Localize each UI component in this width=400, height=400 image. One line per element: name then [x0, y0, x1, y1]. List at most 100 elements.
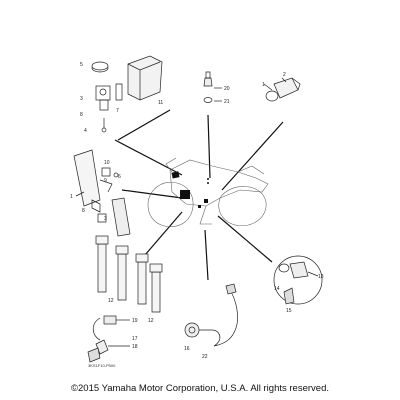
callout-10: 10	[104, 160, 110, 166]
callout-14: 14	[274, 286, 280, 292]
bracket-group	[73, 149, 131, 237]
component-markers	[171, 171, 209, 208]
callout-2: 2	[283, 72, 286, 78]
bracket-plate	[73, 149, 101, 207]
leader-line-left-mid	[121, 189, 183, 199]
leader-line-right-top	[221, 121, 284, 191]
callout-18: 18	[132, 344, 138, 350]
front-wheel	[147, 182, 194, 227]
sensor-housing	[184, 322, 200, 338]
grommet-8	[91, 199, 101, 213]
callout-9: 9	[104, 178, 107, 184]
sensor-body	[203, 77, 213, 87]
sensor-marker	[204, 199, 208, 203]
ignition-coil-1	[97, 243, 107, 293]
ignition-coil-3	[137, 261, 147, 305]
sensor-center	[188, 326, 196, 334]
callout-7: 7	[116, 108, 119, 114]
wire-clip	[225, 283, 237, 295]
relay-body	[95, 85, 111, 101]
callout-13: 13	[318, 274, 324, 280]
callout-numbers: 5 3 8 4 7 11 20 21 1 2 10 9 6 1 8 3 12 1…	[70, 62, 324, 368]
ignition-coil-4	[151, 271, 161, 313]
sensor-clip	[87, 347, 101, 363]
ignition-coil-2	[117, 253, 127, 301]
motorcycle-outline	[147, 157, 269, 227]
pickup-coil	[111, 197, 131, 237]
inset-bolt	[283, 287, 295, 305]
washer-part	[203, 97, 213, 103]
clamp-3	[97, 213, 107, 223]
inset-o-ring	[278, 263, 290, 273]
switch-side	[291, 77, 301, 91]
o-ring	[265, 90, 279, 102]
lead-sensor-group	[87, 315, 130, 363]
callout-19: 19	[132, 318, 138, 324]
switch-group	[263, 77, 301, 102]
leader-line-coils	[144, 211, 183, 256]
windscreen	[165, 157, 177, 173]
fuse-part	[115, 83, 123, 101]
callout-17: 17	[132, 336, 138, 342]
lower-cowl	[199, 205, 212, 225]
control-unit-body	[127, 55, 163, 101]
callout-11: 11	[158, 100, 163, 106]
relay-base	[99, 99, 109, 111]
relay-group	[91, 55, 163, 133]
callout-3b: 3	[104, 216, 107, 222]
sensor-cable	[199, 329, 221, 347]
ignition-coils	[95, 235, 163, 313]
sensor-marker-2	[198, 205, 201, 208]
sensor-part-9	[99, 179, 113, 193]
sensor-part-10	[101, 167, 111, 177]
ecu-marker	[180, 190, 190, 199]
callout-12b: 12	[148, 318, 154, 324]
sensor-connector	[103, 315, 117, 325]
relay-marker	[171, 171, 180, 179]
callout-8b: 8	[82, 208, 85, 214]
leader-line-right-bottom	[217, 215, 273, 263]
callout-12a: 12	[108, 298, 114, 304]
sensor-wire	[213, 289, 238, 347]
callout-leader-13	[307, 271, 319, 277]
leader-lines	[114, 109, 284, 281]
inset-sensor	[289, 261, 309, 279]
coil-cap-2	[115, 245, 129, 255]
callout-5: 5	[80, 62, 83, 68]
callout-leader-1	[263, 83, 273, 91]
callout-22: 22	[202, 354, 208, 360]
callout-leader-1b	[75, 191, 85, 197]
callout-4: 4	[84, 128, 87, 134]
inset-group	[273, 255, 323, 305]
tail-section	[237, 165, 265, 175]
callout-8: 8	[80, 112, 83, 118]
callout-3: 3	[80, 96, 83, 102]
inset-circle	[273, 255, 323, 305]
speed-sensor-group	[184, 283, 238, 347]
leader-line-bottom	[204, 229, 209, 281]
part-code: 3KS1F10-P500	[88, 363, 116, 368]
copyright-notice: ©2015 Yamaha Motor Corporation, U.S.A. A…	[71, 383, 329, 394]
bolt-head	[101, 127, 107, 133]
callout-21: 21	[224, 99, 230, 105]
sensor-group	[203, 71, 222, 103]
grommet-top	[91, 61, 109, 71]
sensor-lead	[92, 317, 101, 341]
relay-terminal	[99, 88, 107, 96]
callout-leader-2	[281, 77, 287, 83]
callout-6: 6	[118, 174, 121, 180]
leader-line-left-top-2	[114, 139, 183, 176]
coil-cap-4	[149, 263, 163, 273]
coil-cap-1	[95, 235, 109, 245]
leader-line-sensor	[207, 114, 211, 179]
leader-line-left-top	[117, 109, 171, 141]
sensor-tip	[205, 71, 211, 79]
callout-16: 16	[184, 346, 190, 352]
callout-1a: 1	[262, 82, 265, 88]
callout-1b: 1	[70, 194, 73, 200]
coil-cap-3	[135, 253, 149, 263]
fairing-body	[169, 159, 269, 207]
callout-15: 15	[286, 308, 292, 314]
callout-20: 20	[224, 86, 230, 92]
